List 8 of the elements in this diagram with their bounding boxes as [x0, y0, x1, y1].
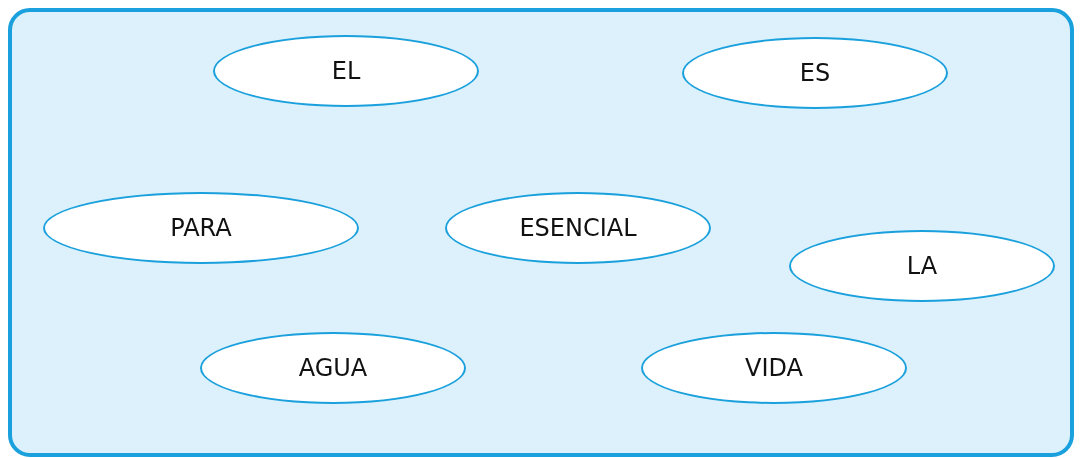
- word-text: LA: [906, 252, 938, 280]
- word-text: ESENCIAL: [519, 214, 637, 242]
- word-text: EL: [331, 57, 361, 85]
- word-text: AGUA: [298, 354, 368, 382]
- word-text: PARA: [170, 214, 232, 242]
- panel-background: [8, 8, 1074, 457]
- word-text: VIDA: [745, 354, 803, 382]
- word-text: ES: [799, 59, 831, 87]
